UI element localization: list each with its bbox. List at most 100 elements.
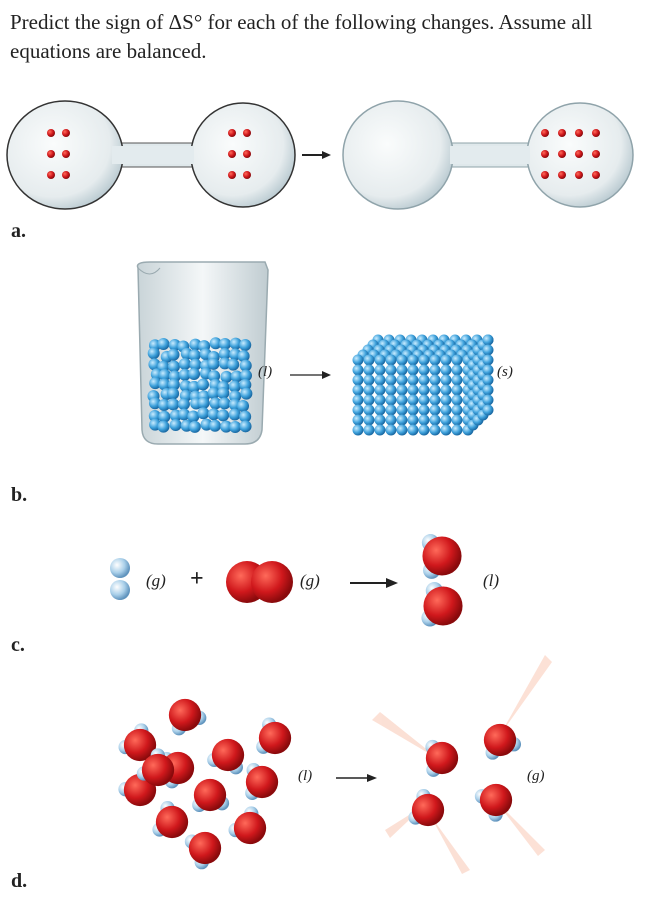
- crystal-particle: [374, 424, 386, 436]
- oxygen-atom: [423, 586, 463, 626]
- particle: [575, 171, 583, 179]
- particle: [592, 150, 600, 158]
- crystal-particle: [440, 404, 452, 416]
- particle: [575, 129, 583, 137]
- crystal-particle: [440, 424, 452, 436]
- crystal-particle: [363, 394, 375, 406]
- oxygen-atom: [258, 721, 292, 755]
- crystal-particle: [363, 404, 375, 416]
- crystal-particle: [363, 384, 375, 396]
- crystal-particle: [429, 404, 441, 416]
- liquid-particle: [239, 378, 252, 391]
- o2-state-label: (g): [300, 571, 320, 590]
- particle: [243, 171, 251, 179]
- reaction-arrow-d: [336, 774, 377, 782]
- liquid-particle: [167, 378, 180, 391]
- crystal-particle: [396, 354, 408, 366]
- gas-particles-confined: [541, 129, 600, 179]
- crystal-particle: [407, 414, 419, 426]
- liquid-particle: [208, 419, 221, 432]
- liquid-particle: [197, 378, 210, 391]
- liquid-particle: [158, 398, 171, 411]
- h2-state-label: (g): [146, 571, 166, 590]
- crystal-particle: [363, 414, 375, 426]
- oxygen-molecule: [226, 561, 293, 603]
- crystal-particle: [451, 374, 463, 386]
- oxygen-atom: [155, 805, 189, 839]
- liquid-particle: [177, 398, 190, 411]
- crystal-particle: [352, 384, 364, 396]
- part-a-label: a.: [11, 220, 26, 242]
- crystal-particle: [352, 404, 364, 416]
- crystal-particle: [482, 384, 494, 396]
- oxygen-atom: [233, 811, 267, 845]
- crystal-particle: [451, 384, 463, 396]
- crystal-particle: [374, 394, 386, 406]
- crystal-particle: [385, 414, 397, 426]
- particle: [62, 150, 70, 158]
- crystal-particle: [374, 384, 386, 396]
- oxygen-atom: [193, 778, 227, 812]
- crystal-particle: [352, 354, 364, 366]
- oxygen-atom: [411, 793, 445, 827]
- crystal-particle: [418, 384, 430, 396]
- crystal-particle: [482, 374, 494, 386]
- crystal-particle: [374, 354, 386, 366]
- crystal-particle: [418, 374, 430, 386]
- crystal-particle: [429, 374, 441, 386]
- liquid-particle: [230, 370, 243, 383]
- crystal-particle: [418, 354, 430, 366]
- liquid-particle: [220, 370, 233, 383]
- crystal-particle: [363, 424, 375, 436]
- particle: [228, 171, 236, 179]
- liquid-particle: [158, 378, 171, 391]
- liquid-particle: [148, 409, 161, 422]
- liquid-particle: [217, 409, 230, 422]
- particle: [592, 171, 600, 179]
- liquid-particle: [207, 357, 220, 370]
- particle: [558, 129, 566, 137]
- liquid-particle: [188, 367, 201, 380]
- crystal-particle: [352, 424, 364, 436]
- crystal-particle: [363, 364, 375, 376]
- oxygen-atom: [245, 765, 279, 799]
- crystal-particle: [385, 364, 397, 376]
- crystal-particle: [429, 414, 441, 426]
- liquid-particle: [197, 407, 210, 420]
- liquid-particle: [228, 408, 241, 421]
- reaction-arrow-c: [350, 578, 398, 588]
- crystal-particle: [440, 394, 452, 406]
- liquid-particle: [178, 357, 191, 370]
- reaction-arrow-a: [302, 151, 331, 159]
- crystal-particle: [407, 364, 419, 376]
- particle: [558, 171, 566, 179]
- liquid-particle: [207, 408, 220, 421]
- liquid-particle: [207, 387, 220, 400]
- solid-state-label: (s): [497, 364, 513, 380]
- particle: [243, 129, 251, 137]
- particle: [47, 171, 55, 179]
- liquid-particle: [147, 347, 160, 360]
- liquid-particle: [218, 347, 231, 360]
- crystal-particle: [451, 404, 463, 416]
- liquid-particle: [169, 418, 182, 431]
- crystal-particle: [374, 404, 386, 416]
- crystal-particle: [418, 394, 430, 406]
- liquid-particle: [240, 387, 253, 400]
- crystal-particle: [440, 364, 452, 376]
- particle: [62, 171, 70, 179]
- crystal-particle: [451, 414, 463, 426]
- crystal-particle: [429, 354, 441, 366]
- crystal-particle: [385, 354, 397, 366]
- crystal-particle: [451, 394, 463, 406]
- crystal-particle: [407, 424, 419, 436]
- gas-particles-right: [228, 129, 251, 179]
- oxygen-atom: [422, 536, 462, 576]
- crystal-particle: [352, 394, 364, 406]
- crystal-particle: [429, 394, 441, 406]
- oxygen-atom: [425, 741, 459, 775]
- crystal-particle: [374, 364, 386, 376]
- liquid-particle: [239, 369, 252, 382]
- crystal-particle: [407, 354, 419, 366]
